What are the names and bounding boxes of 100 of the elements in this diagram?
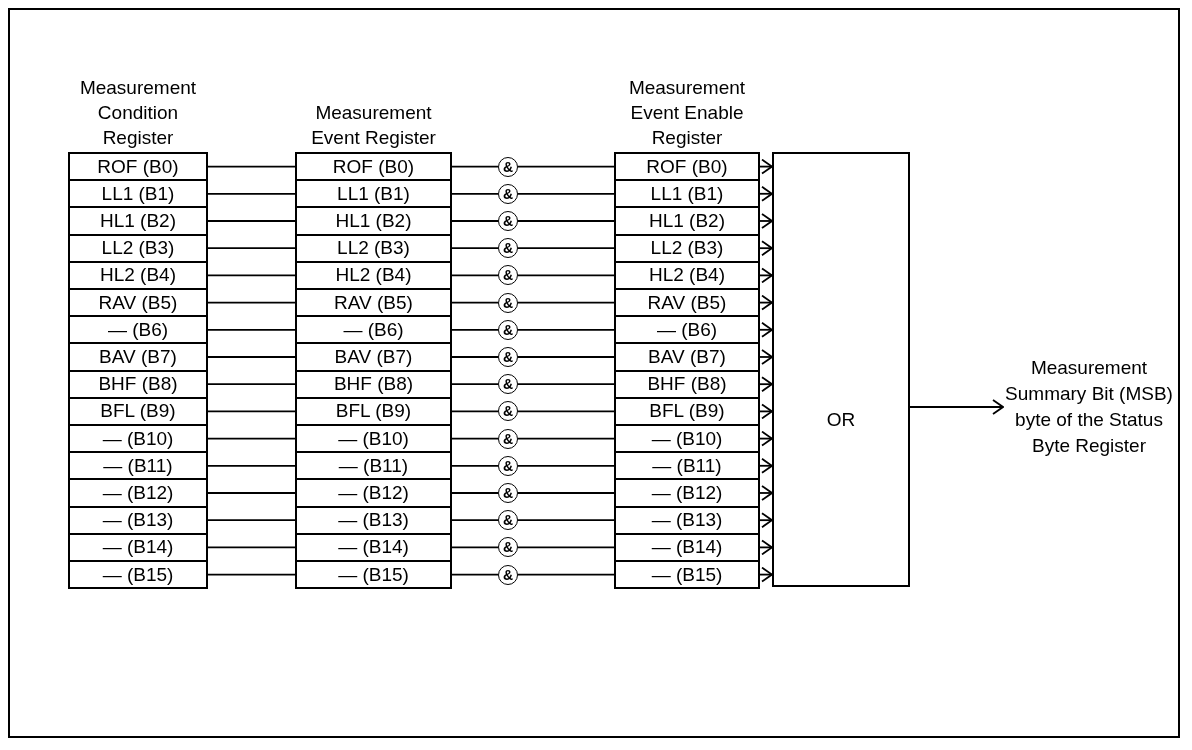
connector-line — [207, 247, 296, 250]
connector-line — [517, 247, 615, 250]
and-gate-circle: & — [498, 156, 518, 177]
arrow — [759, 539, 773, 556]
and-gate-circle: & — [498, 510, 518, 531]
connector-line — [451, 328, 499, 331]
connector-line — [517, 546, 615, 549]
register-bit-cell: — (B10) — [295, 424, 452, 454]
arrow — [759, 267, 773, 284]
arrow — [759, 403, 773, 420]
connector-line — [517, 165, 615, 168]
connector-line — [207, 410, 296, 413]
register-bit-cell: — (B11) — [68, 451, 208, 481]
connector-line — [207, 192, 296, 195]
arrow — [909, 399, 1004, 415]
connector-line — [517, 383, 615, 386]
connector-line — [207, 492, 296, 494]
connector-line — [451, 192, 499, 195]
connector-line — [207, 383, 296, 386]
connector-line — [207, 301, 296, 304]
register-bit-cell: RAV (B5) — [68, 288, 208, 318]
connector-line — [451, 165, 499, 168]
register-bit-cell: HL1 (B2) — [295, 206, 452, 236]
and-gate-circle: & — [498, 347, 518, 367]
connector-line — [517, 519, 615, 522]
connector-line — [451, 573, 499, 576]
arrow — [759, 566, 773, 583]
connector-line — [207, 519, 296, 522]
register-heading: Measurement Condition Register — [78, 76, 198, 150]
register-bit-cell: — (B6) — [68, 315, 208, 345]
arrow — [759, 430, 773, 447]
connector-line — [517, 410, 615, 413]
gate-label: OR — [825, 409, 857, 431]
register-bit-cell: — (B10) — [614, 424, 760, 454]
register-bit-cell: — (B12) — [68, 478, 208, 508]
connector-line — [517, 220, 615, 222]
connector-line — [207, 328, 296, 331]
register-bit-cell: ROF (B0) — [68, 152, 208, 182]
register-bit-cell: ROF (B0) — [295, 152, 452, 182]
register-bit-cell: — (B6) — [614, 315, 760, 345]
register-bit-cell: — (B11) — [614, 451, 760, 481]
connector-line — [207, 437, 296, 440]
register-bit-cell: — (B10) — [68, 424, 208, 454]
arrow — [759, 294, 773, 311]
connector-line — [451, 464, 499, 467]
connector-line — [451, 247, 499, 250]
connector-line — [517, 437, 615, 440]
register-bit-cell: LL1 (B1) — [614, 179, 760, 209]
register-bit-cell: — (B12) — [295, 478, 452, 508]
register-bit-cell: BAV (B7) — [68, 342, 208, 372]
arrow — [759, 457, 773, 474]
connector-line — [451, 274, 499, 277]
and-gate-circle: & — [498, 238, 518, 259]
register-bit-cell: — (B15) — [295, 560, 452, 590]
connector-line — [517, 274, 615, 277]
register-bit-cell: RAV (B5) — [614, 288, 760, 318]
or-gate-box — [772, 152, 910, 587]
arrow — [759, 512, 773, 529]
connector-line — [207, 274, 296, 277]
connector-line — [517, 301, 615, 304]
connector-line — [451, 410, 499, 413]
arrow — [759, 213, 773, 229]
and-gate-circle: & — [498, 428, 518, 449]
connector-line — [451, 519, 499, 522]
register-bit-cell: — (B12) — [614, 478, 760, 508]
register-bit-cell: — (B11) — [295, 451, 452, 481]
register-heading: Measurement Event Enable Register — [628, 76, 746, 150]
connector-line — [517, 356, 615, 358]
and-gate-circle: & — [498, 564, 518, 585]
register-bit-cell: LL1 (B1) — [295, 179, 452, 209]
connector-line — [451, 437, 499, 440]
and-gate-circle: & — [498, 319, 518, 340]
arrow — [759, 376, 773, 393]
register-bit-cell: HL1 (B2) — [68, 206, 208, 236]
register-bit-cell: LL1 (B1) — [68, 179, 208, 209]
arrow — [759, 185, 773, 202]
output-label: Measurement Summary Bit (MSB) byte of the Status Byte Register — [1003, 355, 1175, 459]
and-gate-circle: & — [498, 483, 518, 503]
arrow — [759, 158, 773, 175]
connector-line — [207, 165, 296, 168]
register-bit-cell: BAV (B7) — [295, 342, 452, 372]
connector-line — [451, 220, 499, 222]
connector-line — [207, 546, 296, 549]
and-gate-circle: & — [498, 401, 518, 422]
register-bit-cell: — (B15) — [614, 560, 760, 590]
and-gate-circle: & — [498, 455, 518, 476]
and-gate-circle: & — [498, 374, 518, 395]
and-gate-circle: & — [498, 265, 518, 286]
connector-line — [207, 573, 296, 576]
connector-line — [207, 464, 296, 467]
connector-line — [517, 328, 615, 331]
arrow — [759, 485, 773, 501]
register-bit-cell: — (B6) — [295, 315, 452, 345]
connector-line — [451, 383, 499, 386]
connector-line — [517, 192, 615, 195]
connector-line — [517, 573, 615, 576]
connector-line — [517, 492, 615, 494]
register-bit-cell: BAV (B7) — [614, 342, 760, 372]
arrow — [759, 349, 773, 365]
connector-line — [207, 356, 296, 358]
